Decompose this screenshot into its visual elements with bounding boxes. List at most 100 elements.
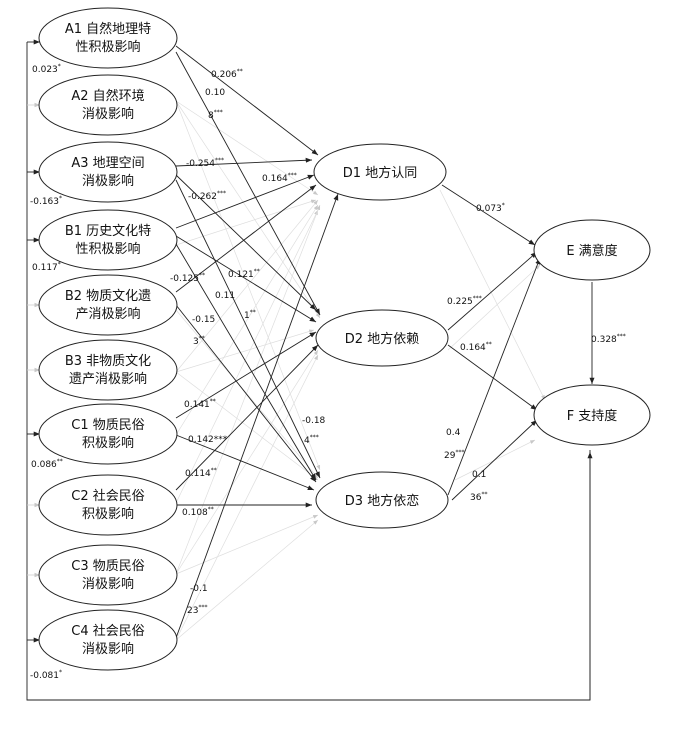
feedback-paths xyxy=(26,39,593,701)
edge-label-significance: ** xyxy=(199,272,205,279)
edge-label-f-c4: -0.081* xyxy=(30,669,62,681)
edge-label-b1-d3b: 1** xyxy=(244,309,256,321)
node-D2: D2 地方依赖 xyxy=(315,309,449,367)
node-C1-line1: C1 物质民俗 xyxy=(71,418,144,433)
node-E-label: E 满意度 xyxy=(566,243,617,259)
edge-label-significance: *** xyxy=(217,190,226,197)
edge-label-value: 0.114 xyxy=(185,469,211,479)
edge-label-significance: *** xyxy=(455,449,464,456)
edge-label-value: -0.262 xyxy=(188,192,217,202)
edge-label-significance: *** xyxy=(288,172,297,179)
edge-label-value: 4 xyxy=(304,436,310,446)
edge-label-value: 0.1 xyxy=(472,470,486,480)
node-C2-line2: 积极影响 xyxy=(82,506,134,522)
edge-label-value: 0.4 xyxy=(446,428,461,438)
edge-label-c2-d2: 0.114** xyxy=(185,467,217,479)
node-A1-line1: A1 自然地理特 xyxy=(65,21,151,37)
edge-label-value: 0.108 xyxy=(182,508,208,518)
edge-label-f-a3: -0.163* xyxy=(30,195,62,207)
node-A3: A3 地理空间 消极影响 xyxy=(38,141,178,203)
edge-label-significance: *** xyxy=(473,295,482,302)
edge-label-b2-d1: -0.125** xyxy=(170,272,205,284)
edge-label-value: 0.328 xyxy=(591,335,617,345)
edge-label-significance: * xyxy=(59,195,62,202)
edge-label-a3-d2: -0.262*** xyxy=(188,190,226,202)
edge-label-d3-eb: 29*** xyxy=(444,449,464,461)
edge-label-significance: ** xyxy=(486,341,492,348)
node-B1-line1: B1 历史文化特 xyxy=(65,224,151,239)
edge-label-significance: * xyxy=(58,63,61,70)
edge-label-significance: * xyxy=(502,202,505,209)
edge-label-a3-d3: -0.18 xyxy=(302,416,326,426)
edge-label-a3-d1: -0.254*** xyxy=(186,157,224,169)
edge-label-value: 0.121 xyxy=(228,270,254,280)
node-A3-line1: A3 地理空间 xyxy=(71,156,144,171)
edge-label-significance: ** xyxy=(199,335,205,342)
edge-label-value: -0.1 xyxy=(190,584,208,594)
node-C2: C2 社会民俗 积极影响 xyxy=(38,474,178,536)
edge-label-value: 8 xyxy=(208,111,214,121)
node-B3-line1: B3 非物质文化 xyxy=(65,354,151,369)
edge-label-value: 0.11 xyxy=(215,291,235,301)
edge-label-value: -0.15 xyxy=(192,315,215,325)
edge-label-d2-e: 0.225*** xyxy=(447,295,482,307)
node-C1: C1 物质民俗 积极影响 xyxy=(38,403,178,465)
edge-label-a1-d1: 0.206** xyxy=(211,68,243,80)
edge-label-significance: *** xyxy=(198,604,207,611)
node-C3-line1: C3 物质民俗 xyxy=(71,559,144,574)
node-E: E 满意度 xyxy=(533,219,651,281)
edge-label-value: 36 xyxy=(470,493,482,503)
node-F-label: F 支持度 xyxy=(567,408,618,424)
edge-label-d1-e: 0.073* xyxy=(476,202,505,214)
edge-label-value: 0.225 xyxy=(447,297,473,307)
edge-label-significance: *** xyxy=(214,109,223,116)
edge-label-d3-fb: 36** xyxy=(470,491,487,503)
edge-label-c4-d1b: 23*** xyxy=(187,604,207,616)
edge-label-c2-d3: 0.108** xyxy=(182,506,214,518)
edge-label-significance: ** xyxy=(208,506,214,513)
node-B3: B3 非物质文化 遗产消极影响 xyxy=(38,339,178,401)
node-C3-line2: 消极影响 xyxy=(82,576,134,592)
edge-label-value: 0.142*** xyxy=(188,435,228,445)
node-C4-line1: C4 社会民俗 xyxy=(71,623,144,639)
edge-label-significance: ** xyxy=(57,458,63,465)
node-D2-label: D2 地方依赖 xyxy=(345,331,419,347)
node-C3: C3 物质民俗 消极影响 xyxy=(38,544,178,606)
node-D1: D1 地方认同 xyxy=(313,143,447,201)
edge-label-value: 0.141 xyxy=(184,400,210,410)
edge-label-a3-d3b: 4*** xyxy=(304,434,319,446)
edge-label-significance: *** xyxy=(310,434,319,441)
edge-label-value: -0.254 xyxy=(186,159,215,169)
edge-label-value: 0.10 xyxy=(205,88,225,98)
edge-label-f-a1: 0.023* xyxy=(32,63,61,75)
edge-label-b1-d1: 0.164*** xyxy=(262,172,297,184)
node-A2: A2 自然环境 消极影响 xyxy=(38,74,178,136)
edge-label-value: 0.206 xyxy=(211,70,237,80)
edge-label-significance: ** xyxy=(250,309,256,316)
edge-label-value: 0.164 xyxy=(460,343,486,353)
node-A2-line2: 消极影响 xyxy=(82,106,134,122)
node-A1-line2: 性积极影响 xyxy=(75,39,140,55)
edge-label-d3-e: 0.4 xyxy=(446,428,461,438)
node-D3: D3 地方依恋 xyxy=(315,471,449,529)
node-C2-line1: C2 社会民俗 xyxy=(71,488,144,504)
edge-label-value: -0.18 xyxy=(302,416,326,426)
significant-paths xyxy=(175,45,595,639)
node-B2-line2: 产消极影响 xyxy=(75,306,140,322)
node-C4-line2: 消极影响 xyxy=(82,641,134,657)
edge-label-value: 23 xyxy=(187,606,198,616)
edge-label-e-f: 0.328*** xyxy=(591,333,626,345)
edge-label-value: 29 xyxy=(444,451,456,461)
edge-label-value: 0.023 xyxy=(32,65,58,75)
edge-label-value: -0.081 xyxy=(30,671,59,681)
edge-label-value: 0.073 xyxy=(476,204,502,214)
edge-label-value: 0.164 xyxy=(262,174,288,184)
node-B3-line2: 遗产消极影响 xyxy=(69,371,147,387)
edge-label-value: -0.125 xyxy=(170,274,199,284)
node-D3-label: D3 地方依恋 xyxy=(345,493,419,509)
edge-label-c1-d2: 0.141** xyxy=(184,398,216,410)
node-A2-line1: A2 自然环境 xyxy=(71,88,144,104)
node-F: F 支持度 xyxy=(533,384,651,446)
edge-label-significance: ** xyxy=(481,491,487,498)
